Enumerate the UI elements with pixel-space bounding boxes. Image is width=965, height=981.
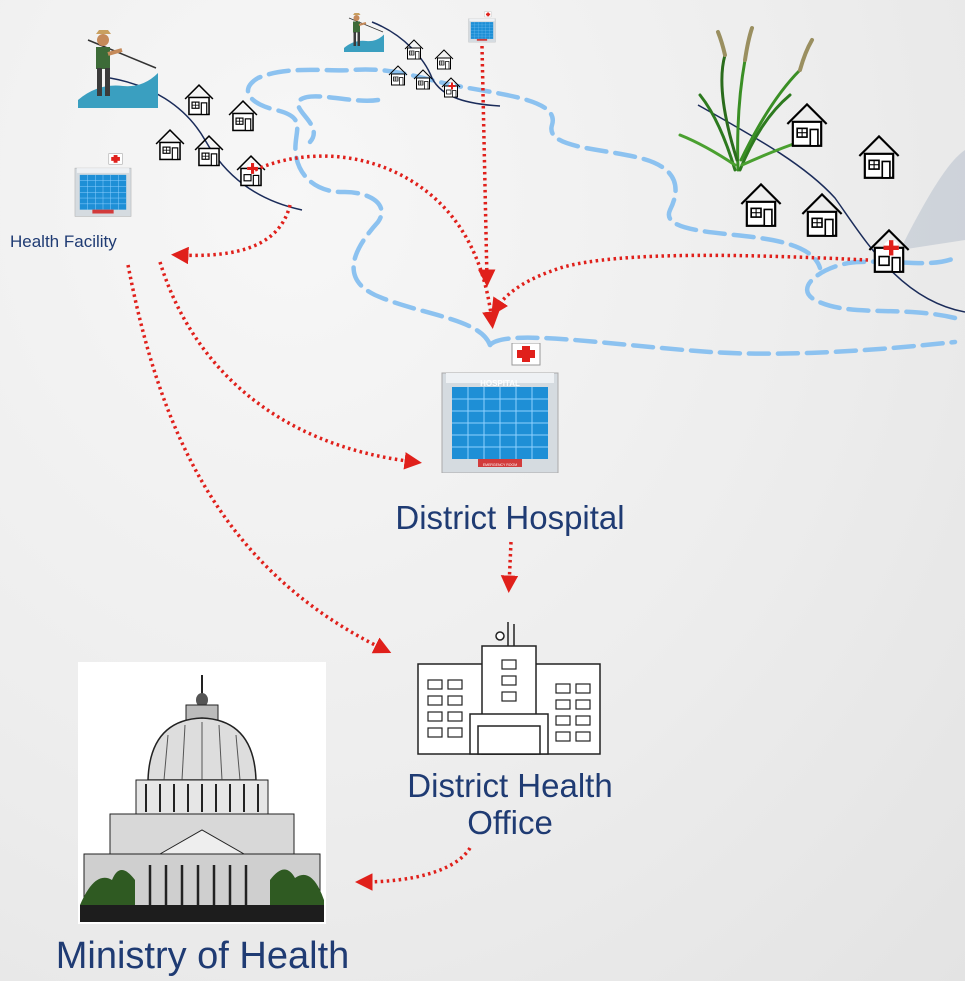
house-icon — [740, 183, 782, 227]
house-icon — [228, 100, 258, 132]
river-paths — [245, 67, 958, 356]
district-health-office-label: District Health Office — [407, 767, 613, 841]
house-icon — [404, 39, 424, 60]
river-north — [245, 67, 823, 348]
road-paths — [109, 21, 965, 313]
arrow-east-to-hospital — [491, 253, 869, 316]
river-west-loop — [295, 94, 381, 145]
flow-arrows — [126, 45, 869, 891]
house-icon — [786, 103, 828, 147]
health-facility-label: Health Facility — [10, 232, 117, 251]
arrow-clinic-to-hospital — [254, 154, 500, 329]
arrow-hospital-to-office — [500, 541, 519, 593]
house-icon — [434, 49, 454, 70]
house-icon — [184, 84, 214, 116]
house-icon — [388, 65, 408, 86]
house-icon — [155, 129, 185, 161]
hospital-building-icon — [468, 11, 496, 43]
river-main — [487, 335, 958, 356]
capitol-building-icon — [78, 662, 326, 924]
reed-plant-icon — [678, 26, 814, 172]
faded-shape — [900, 150, 965, 250]
house-icon — [858, 135, 900, 179]
house-icon — [194, 135, 224, 167]
health-facility-icon — [74, 153, 132, 217]
office-building-icon — [417, 622, 601, 755]
arrow-villages-to-facility — [171, 204, 292, 265]
arrow-facility-to-hospital — [158, 261, 422, 470]
clinic-house-icon — [441, 77, 461, 98]
ministry-of-health-label: Ministry of Health — [55, 935, 350, 977]
arrow-north-to-hospital — [478, 45, 496, 287]
clinic-house-icon — [868, 229, 910, 273]
river-east — [805, 255, 958, 321]
emergency-sign: EMERGENCY ROOM — [483, 463, 517, 467]
clinic-house-icon — [236, 155, 266, 187]
arrow-office-to-ministry — [355, 847, 472, 891]
fisherman-icon-2 — [342, 12, 386, 52]
district-hospital-icon: HOSPITAL EMERGENCY ROOM — [441, 343, 559, 473]
arrow-facility-to-office — [126, 264, 392, 654]
road-north — [371, 21, 501, 107]
fisherman-icon — [78, 28, 158, 108]
district-hospital-label: District Hospital — [395, 499, 625, 536]
house-icon — [801, 193, 843, 237]
hospital-sign: HOSPITAL — [480, 379, 520, 388]
